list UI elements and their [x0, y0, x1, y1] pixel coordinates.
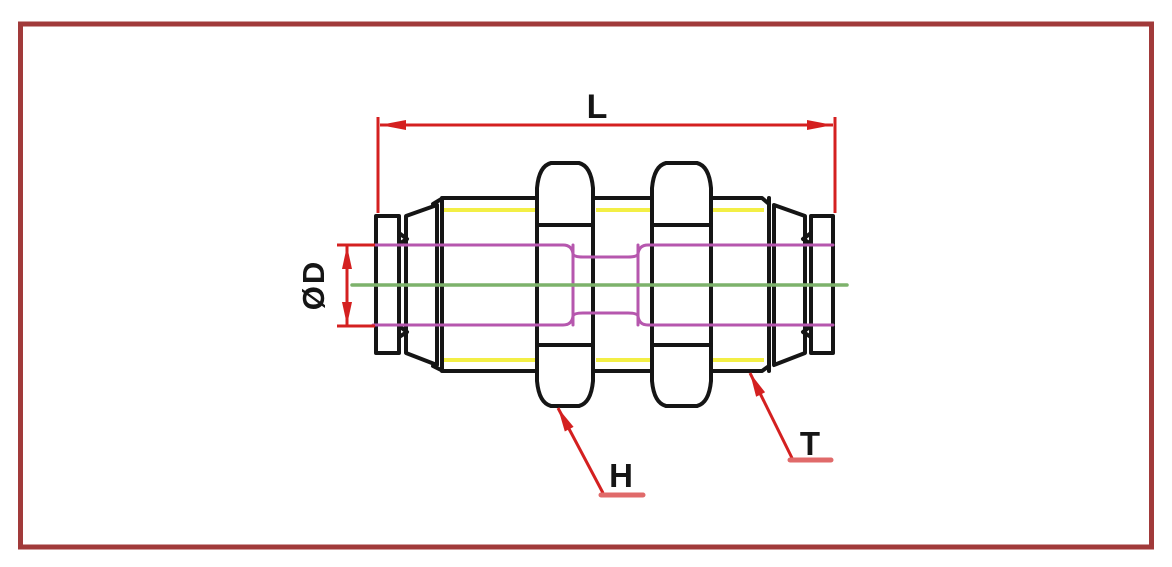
dimension-labels: L ØD H T: [296, 88, 820, 494]
leader-T-arrow: [750, 373, 766, 397]
body-bottom-right: [709, 364, 771, 373]
seal-highlight-lines: [444, 208, 764, 362]
collet-tooth-right-top: [801, 231, 813, 246]
label-T: T: [800, 425, 820, 462]
collet-tooth-left-top: [397, 231, 409, 246]
leader-H-arrow: [558, 408, 574, 432]
body-top-left: [431, 196, 538, 206]
fitting-outline: [374, 161, 835, 408]
body-top-right: [709, 196, 771, 206]
label-OD: ØD: [296, 260, 331, 311]
label-H: H: [609, 457, 633, 494]
label-underlines: [598, 457, 834, 498]
dim-L-arrow-right: [807, 120, 833, 130]
cap-ring-left: [404, 203, 439, 367]
cap-ring-right: [772, 203, 807, 367]
tube-line-top: [371, 243, 835, 259]
label-L: L: [587, 88, 608, 126]
dim-L-arrow-left: [380, 120, 406, 130]
drawing-border-frame: [18, 21, 1154, 550]
tube-line-bottom: [371, 311, 835, 327]
dim-D-arrow-top: [342, 246, 352, 269]
dim-D-arrow-bottom: [342, 302, 352, 325]
collet-tooth-right-bottom: [801, 324, 813, 339]
dimensions: [337, 117, 837, 494]
hex-nut-right: [650, 161, 713, 408]
hex-nut-left: [535, 161, 595, 408]
body-bottom-left: [431, 364, 538, 373]
collet-tooth-left-bottom: [397, 324, 409, 339]
